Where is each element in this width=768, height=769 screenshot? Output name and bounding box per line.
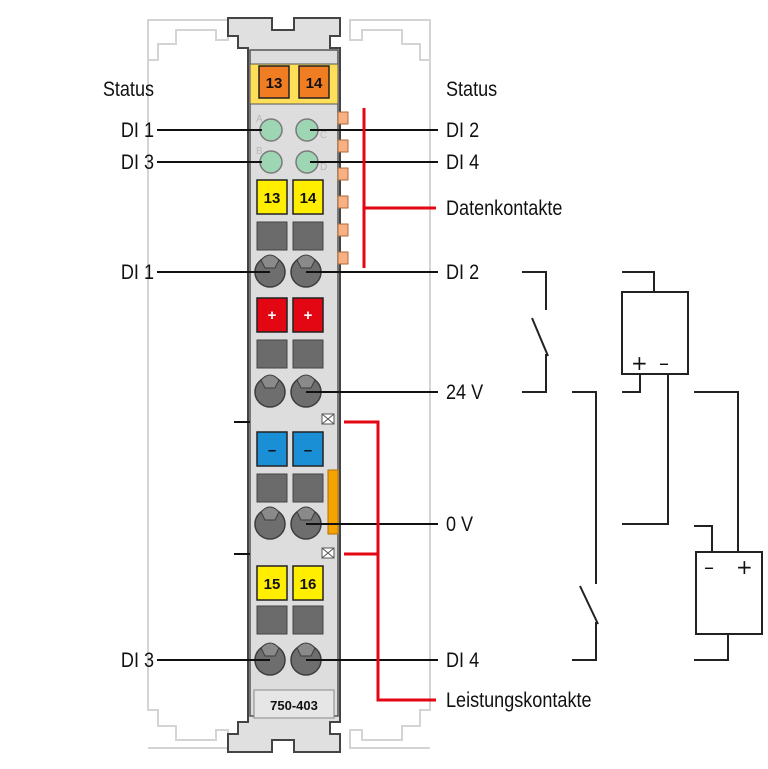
source-upper-plus: + xyxy=(631,351,648,375)
release-slot-minus-right xyxy=(292,473,324,503)
data-contact-pins xyxy=(337,111,349,265)
spring-clamp-v0-left xyxy=(254,506,286,540)
source-lower-minus: – xyxy=(704,555,714,579)
tag-red-plus-left-label: + xyxy=(268,307,277,324)
led-letter-a: A xyxy=(256,114,263,125)
tag-yellow-16-label: 16 xyxy=(300,576,317,593)
terminal-label-di1: DI 1 xyxy=(121,261,154,285)
external-wiring xyxy=(522,271,763,661)
tag-yellow-13: 13 xyxy=(256,179,288,215)
spring-clamp-di1-di2-left xyxy=(254,254,286,288)
led-letter-c: C xyxy=(320,130,327,141)
terminal-label-0v: 0 V xyxy=(446,513,473,537)
led-label-di1: DI 1 xyxy=(121,119,154,143)
release-slot-plus-right xyxy=(292,339,324,369)
power-contacts-label: Leistungskontakte xyxy=(446,689,592,713)
data-contacts-bracket xyxy=(362,108,436,268)
tag-orange-14-label: 14 xyxy=(306,75,323,92)
tag-yellow-16: 16 xyxy=(292,565,324,601)
leader-lines xyxy=(157,129,438,661)
release-slots xyxy=(256,221,324,635)
release-slot-upper-right xyxy=(292,221,324,251)
data-contact-pin-1 xyxy=(337,111,349,125)
led-label-di2: DI 2 xyxy=(446,119,479,143)
spring-clamp-v24-left xyxy=(254,374,286,408)
terminal-label-di4: DI 4 xyxy=(446,649,479,673)
data-contacts-label: Datenkontakte xyxy=(446,197,563,221)
tag-yellow-15-label: 15 xyxy=(264,576,281,593)
release-slot-lower-right xyxy=(292,605,324,635)
tag-blue-minus-left: – xyxy=(256,431,288,467)
switch-di4-blade xyxy=(579,585,599,625)
source-lower-plus: + xyxy=(736,555,753,579)
power-contacts-bracket xyxy=(344,420,436,702)
led-di3 xyxy=(259,150,283,174)
terminal-label-di2: DI 2 xyxy=(446,261,479,285)
status-leds: A C B D xyxy=(256,114,327,174)
data-contact-pin-4 xyxy=(337,195,349,209)
model-number: 750-403 xyxy=(270,698,318,713)
led-label-di3: DI 3 xyxy=(121,151,154,175)
tag-blue-minus-left-label: – xyxy=(268,442,276,459)
source-upper-minus: – xyxy=(659,351,669,375)
data-contact-pin-2 xyxy=(337,139,349,153)
tag-red-plus-right: + xyxy=(292,297,324,333)
tag-blue-minus-right-label: – xyxy=(304,442,312,459)
switch-di2-blade xyxy=(531,317,549,357)
tag-red-plus-right-label: + xyxy=(304,307,313,324)
led-letter-d: D xyxy=(320,162,327,173)
tag-yellow-15: 15 xyxy=(256,565,288,601)
tag-red-plus-left: + xyxy=(256,297,288,333)
data-contact-pin-6 xyxy=(337,251,349,265)
release-slot-plus-left xyxy=(256,339,288,369)
data-contact-pin-3 xyxy=(337,167,349,181)
status-label-left: Status xyxy=(103,78,154,102)
tag-orange-13-label: 13 xyxy=(266,75,283,92)
led-label-di4: DI 4 xyxy=(446,151,479,175)
power-jumper-bar xyxy=(327,469,339,535)
power-contact-marker-top xyxy=(321,413,335,425)
tag-yellow-13-label: 13 xyxy=(264,190,281,207)
data-contact-pin-5 xyxy=(337,223,349,237)
terminal-label-24v: 24 V xyxy=(446,381,483,405)
led-di1 xyxy=(259,118,283,142)
source-upper-box xyxy=(621,291,689,375)
terminal-label-di3: DI 3 xyxy=(121,649,154,673)
release-slot-upper-left xyxy=(256,221,288,251)
tag-yellow-14-label: 14 xyxy=(300,190,317,207)
tag-yellow-14: 14 xyxy=(292,179,324,215)
power-contact-marker-bottom xyxy=(321,547,335,559)
tag-orange-13: 13 xyxy=(258,65,290,99)
status-label-right: Status xyxy=(446,78,497,102)
tag-orange-14: 14 xyxy=(298,65,330,99)
release-slot-minus-left xyxy=(256,473,288,503)
led-letter-b: B xyxy=(256,146,263,157)
tag-blue-minus-right: – xyxy=(292,431,324,467)
release-slot-lower-left xyxy=(256,605,288,635)
